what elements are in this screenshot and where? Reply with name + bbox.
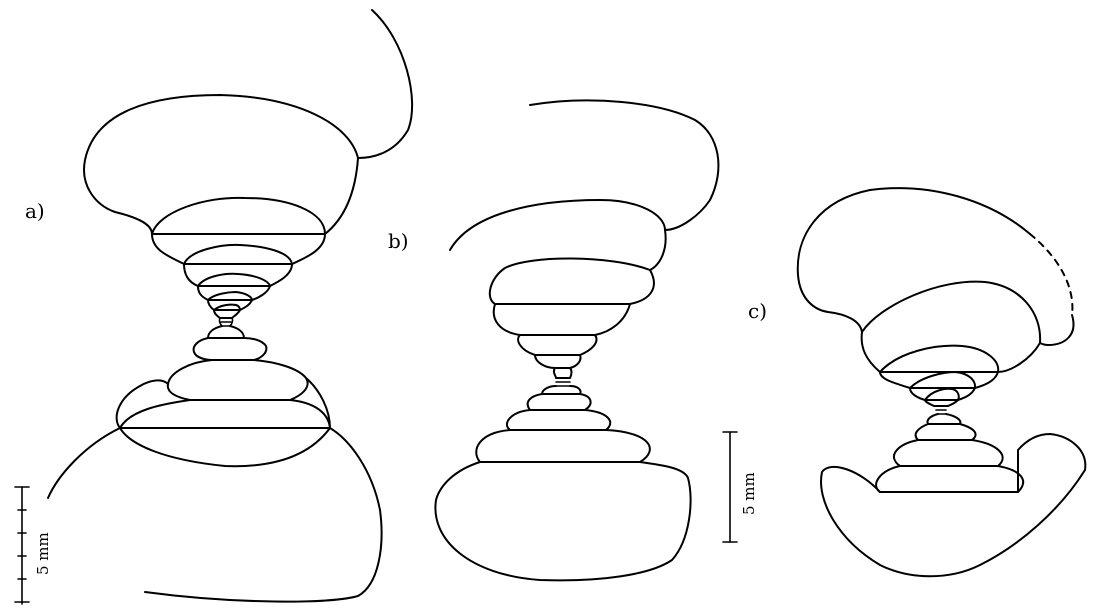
scale-label-b: 5 mm [740, 472, 758, 515]
panel-a-drawing [47, 9, 414, 603]
scale-bar-b: 5 mm [722, 431, 758, 543]
panel-label-c: c) [748, 299, 767, 323]
panel-b-drawing [434, 99, 720, 582]
panel-label-b: b) [388, 229, 409, 253]
scale-bar-a: 5 mm [14, 486, 52, 605]
scale-label-a: 5 mm [34, 532, 52, 575]
panel-label-a: a) [25, 199, 45, 223]
panel-c-drawing [796, 187, 1087, 578]
